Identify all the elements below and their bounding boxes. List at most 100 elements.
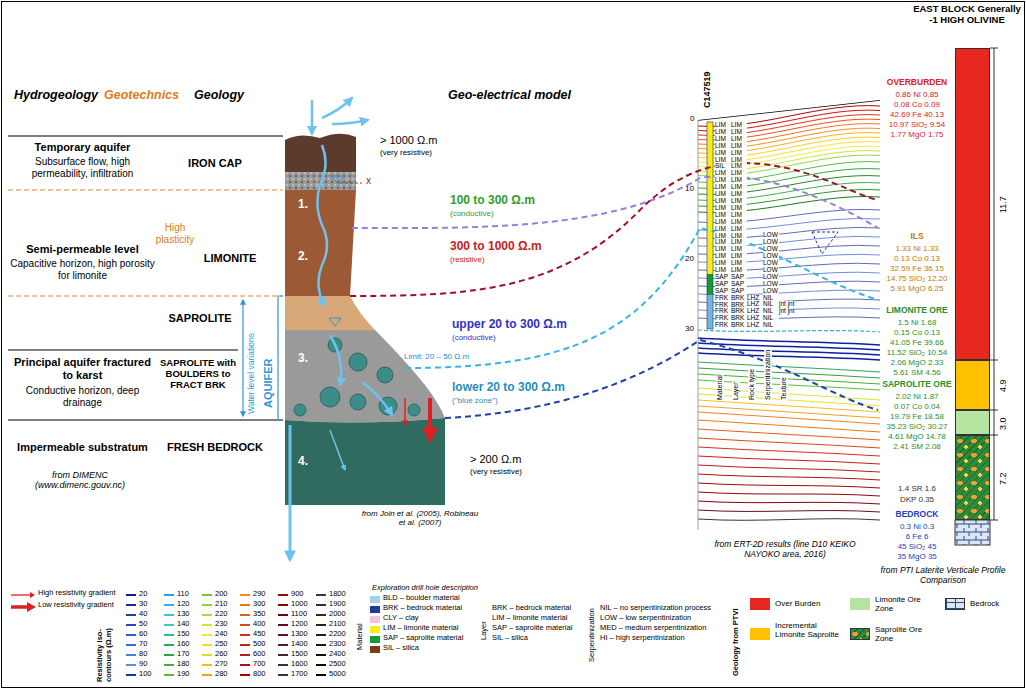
label-text: 0.08 Co 0.09 [882, 100, 952, 109]
legend-text: 2000 [329, 610, 346, 619]
legend-swatch [370, 626, 380, 633]
pti-layer-block: 7.2 [955, 435, 990, 520]
legend-text: 280 [215, 670, 228, 679]
drill-hole-part [707, 122, 713, 329]
legend-swatch [750, 598, 770, 610]
label-text: 0.3 Ni 0.3 [882, 522, 952, 531]
legend-text: 1500 [291, 650, 308, 659]
legend-swatch [126, 624, 136, 626]
label-text: Principal aquifer fractured to karst [10, 356, 155, 381]
legend-text: 170 [177, 650, 190, 659]
label-text: Geo-electrical model [448, 88, 571, 102]
soil-column-part-part [349, 353, 367, 371]
legend-text: 50 [139, 620, 147, 629]
label-text: SAPROLITE [160, 312, 240, 325]
aquifer-bracket-part [242, 300, 243, 416]
legend-text: High resistivity gradient [38, 589, 116, 598]
water-flow-part [322, 98, 352, 118]
label-text: LOW – low serpentinization [600, 614, 691, 623]
thickness-scale-part [990, 48, 998, 520]
correlation-lines-part [350, 163, 878, 296]
legend-text: 40 [139, 610, 147, 619]
arrow-head [27, 602, 36, 612]
legend-swatch [278, 624, 288, 626]
iso-contour [698, 456, 880, 464]
table-rules [8, 136, 283, 420]
label-text: 35 MgO 35 [882, 552, 952, 561]
gradient-arrows-part [428, 398, 432, 440]
soil-column-part [294, 338, 420, 416]
ground-surface [698, 100, 880, 120]
iso-contour [698, 429, 880, 440]
label-text: (conductive) [450, 209, 494, 218]
water-flow-part [330, 430, 345, 470]
label-text: (conductive) [452, 333, 496, 342]
label-text: Texture [780, 377, 788, 400]
legend-swatch [370, 636, 380, 643]
label-text: MED – medium serpentinization [600, 624, 706, 633]
legend-text: 70 [139, 640, 147, 649]
legend-text: 1800 [329, 590, 346, 599]
correlation-lines [350, 163, 878, 418]
legend-swatch [164, 654, 174, 656]
legend-swatch [278, 644, 288, 646]
label-text: (resistive) [450, 255, 485, 264]
legend-text: 160 [177, 640, 190, 649]
legend-swatch [240, 624, 250, 626]
legend-text: 500 [253, 640, 266, 649]
legend-swatch [202, 604, 212, 606]
label-text: upper 20 to 300 Ω.m [452, 318, 567, 332]
label-text: 6 Fe 6 [882, 532, 952, 541]
label-text: Water level variations [247, 333, 257, 414]
label-text: Exploration drill hole description [372, 584, 478, 593]
legend-text: 20 [139, 590, 147, 599]
drill-hole-part [707, 295, 713, 329]
iso-contour [698, 465, 880, 472]
iso-contour [698, 438, 880, 448]
label-text: 14.75 SiO₂ 12.20 [882, 274, 952, 283]
label-text: OVERBURDEN [882, 78, 952, 88]
label-text: 19.79 Fe 18.58 [882, 412, 952, 421]
legend-text: 2500 [329, 660, 346, 669]
arrow-head [30, 592, 35, 598]
legend-swatch [202, 614, 212, 616]
legend-text: 2400 [329, 650, 346, 659]
legend-swatch [202, 594, 212, 596]
soil-column-part-part [377, 367, 393, 383]
label-text: SAPROLITE with BOULDERS to FRACT BRK [158, 358, 238, 391]
legend-swatch [240, 674, 250, 676]
legend-swatch [126, 604, 136, 606]
pti-bedrock-block [955, 520, 990, 545]
legend-swatch [945, 598, 965, 610]
legend-swatch [240, 654, 250, 656]
label-text: Semi-permeable level [10, 243, 155, 256]
legend-text: 800 [253, 670, 266, 679]
soil-column-part-part [408, 404, 420, 416]
legend-text: 1600 [291, 660, 308, 669]
label-text: LIMONITE ORE [882, 306, 952, 316]
legend-swatch [126, 634, 136, 636]
soil-column-part-part [294, 404, 306, 416]
water-flow-part [317, 145, 327, 305]
soil-column-part-part [320, 387, 340, 407]
label-text: 3. [298, 352, 308, 366]
soil-column-part [285, 330, 445, 423]
pti-layer-block: 3.0 [955, 410, 990, 435]
label-text: 0.13 Co 0.13 [882, 254, 952, 263]
label-text: jnt jnt jnt jnt [779, 301, 795, 315]
label-text: 20 [685, 254, 694, 263]
label-text: IRON CAP [160, 157, 270, 170]
legend-swatch [126, 594, 136, 596]
legend-text: Incremental Limonite Saprolite [775, 621, 840, 639]
legend-text: 1700 [291, 670, 308, 679]
legend-swatch [750, 628, 770, 640]
label-text: 2.02 Ni 1.87 [882, 392, 952, 401]
iso-contour [698, 330, 880, 332]
legend-text: 600 [253, 650, 266, 659]
label-text: Rock type [748, 369, 756, 400]
legend-text: 5000 [329, 670, 346, 679]
legend-swatch [278, 654, 288, 656]
legend-swatch [126, 664, 136, 666]
label-text: 1.4 SR 1.6 [882, 484, 952, 493]
soil-column-part-part [350, 394, 366, 410]
